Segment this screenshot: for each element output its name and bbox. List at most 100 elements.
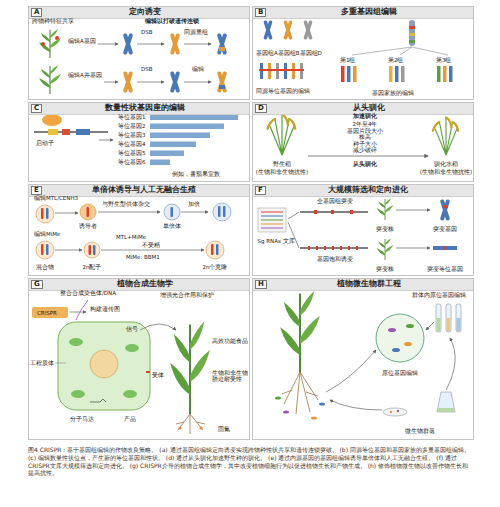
annotation-label: 编辑MTL/CENH3 [34,195,78,201]
panel-a-art [55,36,59,40]
annotation-label: 诱导者 [79,223,97,229]
annotation-label: 编辑MiMe [34,231,60,237]
panel-f-art [308,246,310,250]
panel-a-art [170,33,181,55]
panel-e-art [36,203,231,259]
annotation-label: 与野生型供体杂交 [102,201,150,207]
panel-e-art [216,244,219,255]
annotation-label: 从头驯化 [353,161,377,167]
panel-b-art [409,26,415,29]
figure-panel: H植物微生物群工程 [252,278,474,440]
panel-h-art [392,348,400,352]
panel-h-art [433,374,449,394]
panel-letter: B [255,8,266,18]
annotation-label: 工程质体 [30,360,54,366]
annotation-label: 构建遗传图 [90,306,120,312]
panel-b-art [443,66,447,82]
panel-title: 定向诱变 [42,8,247,17]
annotation-label: DSB [141,66,153,72]
panel-f-art [443,205,448,208]
panel-h-art [437,318,441,331]
panel-e-art [46,244,49,255]
panel-c-art [150,133,210,139]
panel-g-art [125,344,139,352]
annotation-label: 产品 [124,416,136,422]
panel-c-art [42,114,62,126]
annotation-label: 生物和非生物胁迫耐受性 [212,370,248,383]
panel-b-art [389,66,393,82]
panel-e-art [164,204,180,220]
annotation-label: 受体 [152,372,164,378]
annotation-label: 编辑A基因 [68,38,96,44]
annotation-label: 高效功能食品 [212,338,248,344]
panel-h-art [390,411,392,413]
annotation-label: MTL+MiMe [116,234,146,240]
panel-d-art [433,118,458,155]
annotation-label: 2年至4年 [353,121,378,127]
panel-f-art [377,238,394,260]
panel-a-art [123,71,134,93]
panel-f-art [433,246,457,250]
annotation-label: 编辑以打破遗传连锁 [145,18,199,24]
panel-g-art [123,390,137,398]
panel-h-art [388,328,396,332]
panel-e-art [93,245,96,255]
panel-g-art [140,324,176,330]
panel-a-art [170,71,181,93]
panel-header: G植物合成生物学 [29,279,249,291]
panel-g-art [170,321,210,414]
panel-e-art [223,206,226,217]
panel-g-art [70,312,86,313]
annotation-label: 信号 [126,326,138,332]
panel-letter: E [31,186,42,196]
panel-g-art [76,300,88,320]
panel-c-art [150,115,238,121]
panel-c-art [150,160,170,166]
panel-h-art [330,400,382,410]
panel-a-art [39,29,227,94]
panel-header: F大规模筛选和定向进化 [253,185,473,197]
panel-letter: G [31,280,43,290]
annotation-label: 基因组A基因组B基因组D [256,50,322,56]
panel-f-art [348,246,350,250]
panel-letter: C [31,104,42,114]
panel-title: 多重基因组编辑 [266,8,471,17]
annotation-label: 加倍 [188,201,200,207]
panel-b-art [409,33,415,36]
panel-b-art [347,66,351,82]
annotation-label: 驯化水稻 [434,161,458,167]
panel-f-art [261,212,283,213]
panel-b-art [395,66,399,82]
panel-a-art [219,47,225,51]
figure-panel: G植物合成生物学 [28,278,250,440]
panel-g-art [32,300,210,434]
panel-c-art [150,142,196,148]
annotation-label: 基因饱和诱变 [317,256,353,262]
panel-h-art [436,304,441,332]
annotation-label: 增强光合作用和保护 [160,292,214,298]
annotation-label: 突变基因 [433,226,457,232]
panel-f-art [396,248,430,249]
annotation-label: 第3组 [436,57,452,63]
annotation-label: 不受精 [142,242,160,248]
panel-g-art [90,350,118,378]
panel-title: 植物微生物群工程 [267,280,471,289]
annotation-label: 整合合成染色体/DNA [60,290,116,296]
panel-d-art [268,114,459,156]
panel-a-art [137,44,164,45]
panel-a-art [217,33,228,55]
panel-g-art [71,390,85,398]
panel-title: 数量性状基因座的编辑 [42,104,247,113]
panel-c-art [34,131,108,133]
panel-e-art [101,250,204,251]
panel-letter: F [255,186,266,196]
panel-g-art [69,338,83,346]
panel-e-art [46,208,49,219]
panel-a-art [39,65,61,94]
annotation-label: 等位基因5 [118,150,146,156]
panel-a-art [217,71,228,93]
annotation-label: 等位基因3 [118,132,146,138]
panel-h-art [404,342,412,346]
